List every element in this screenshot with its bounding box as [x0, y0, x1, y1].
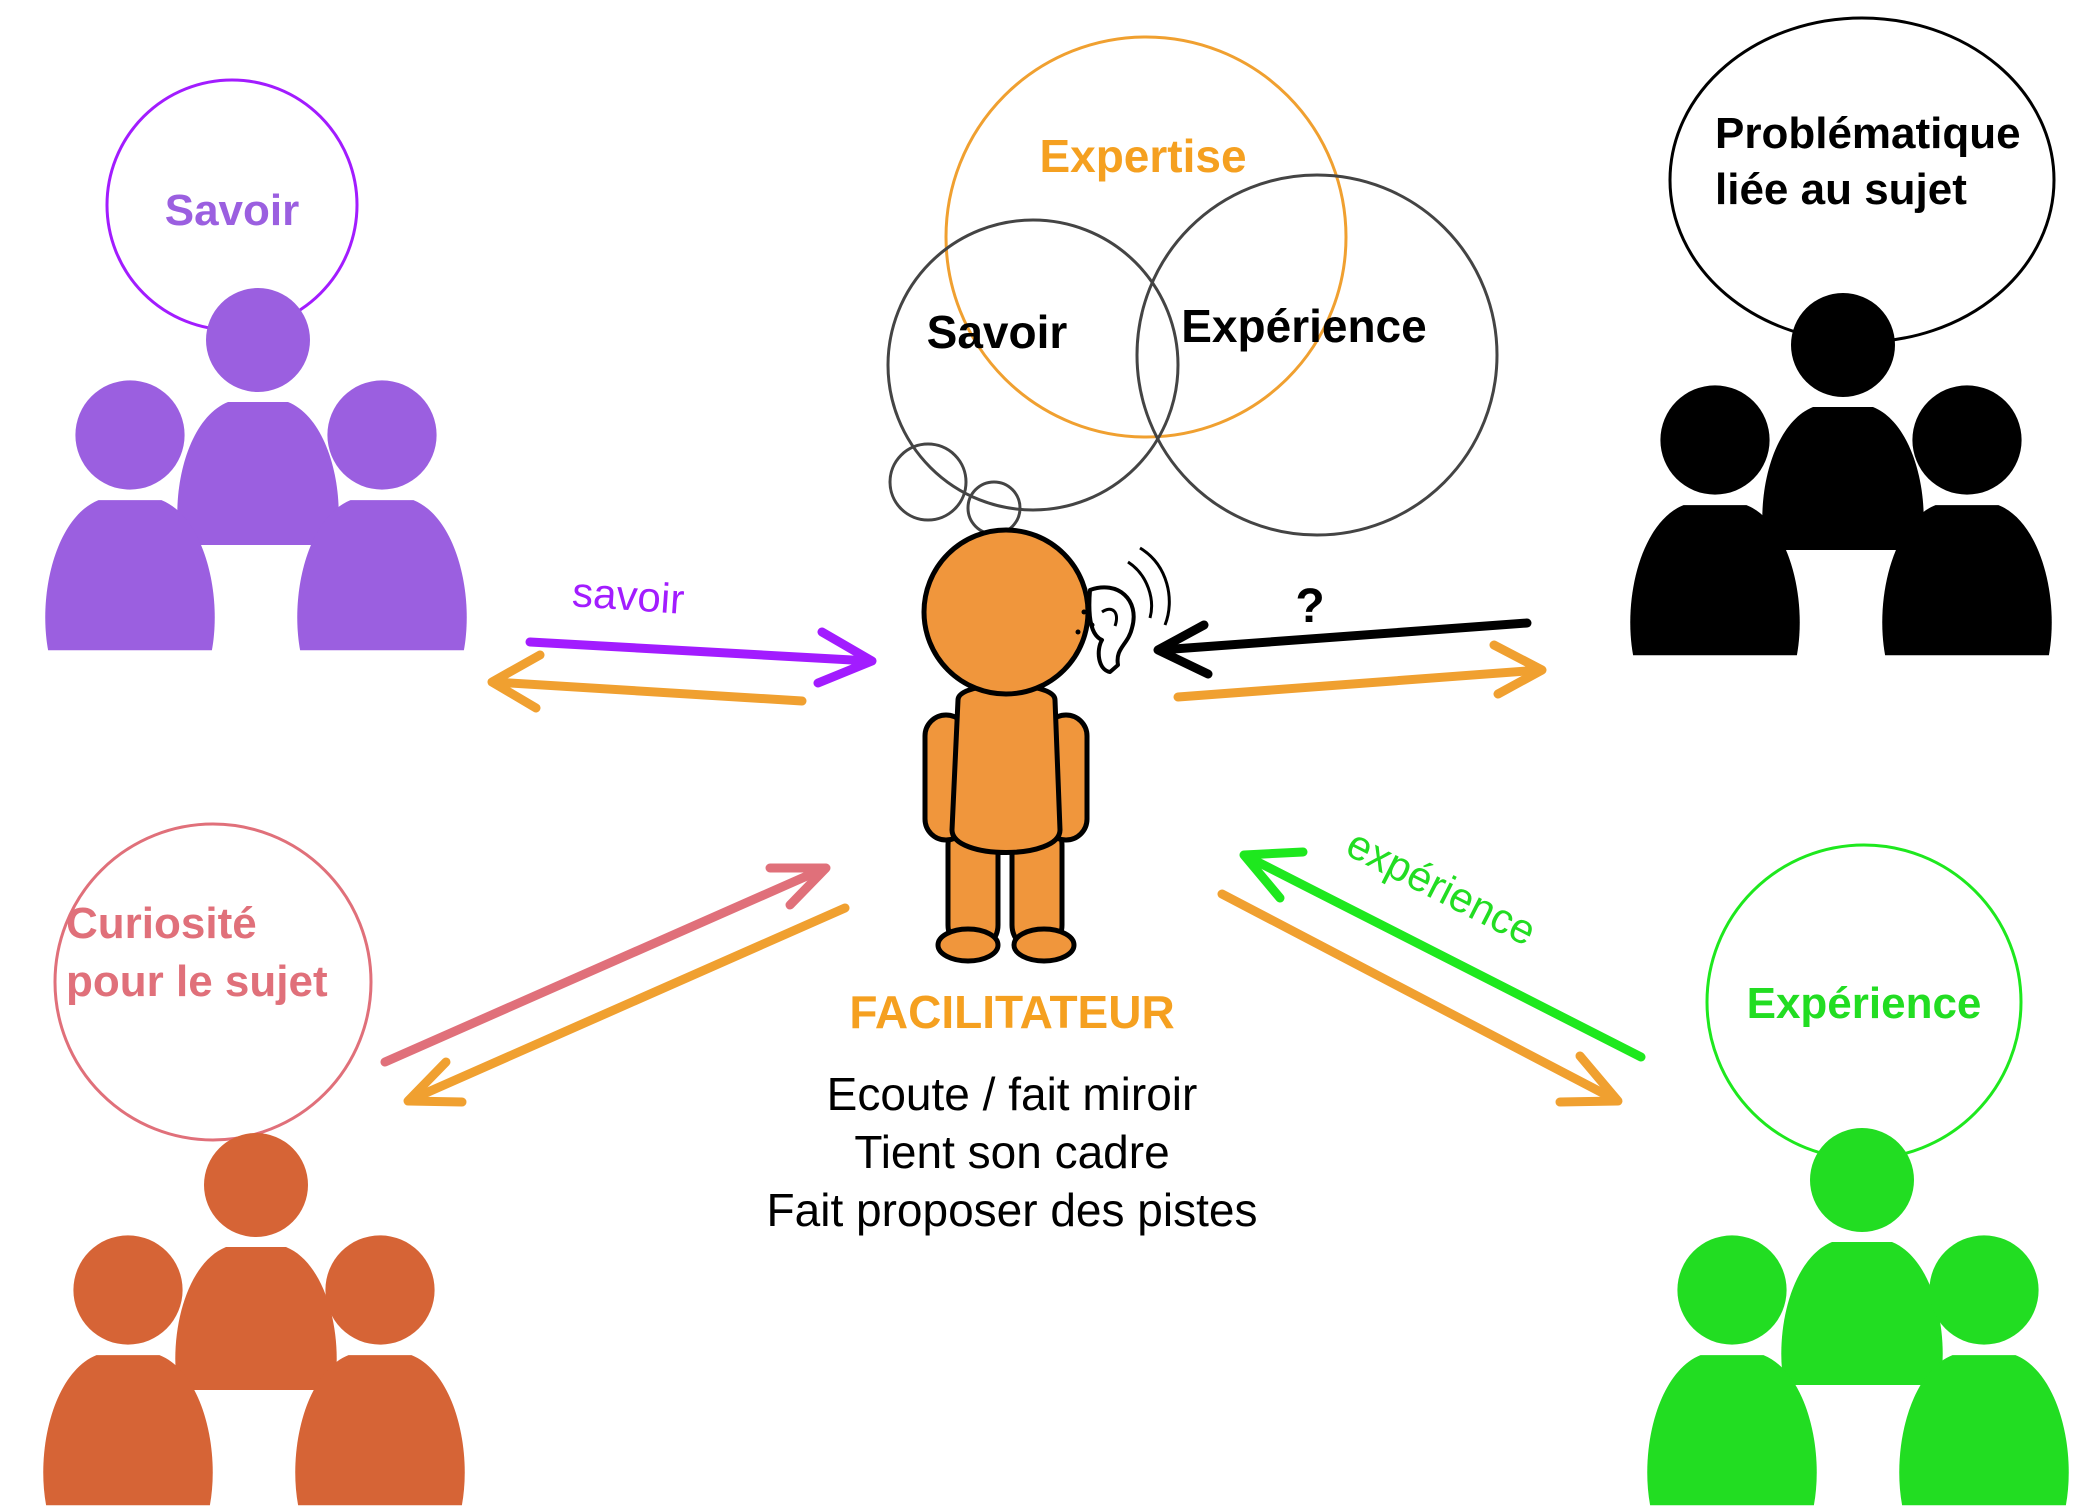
arrow-curiosite-to-facilitator — [380, 863, 831, 1067]
arrow-label-experience: expérience — [1339, 820, 1543, 955]
arrow-facilitator-to-top-left — [487, 650, 807, 713]
arrow-facilitator-to-bottom-right — [1217, 889, 1623, 1107]
facilitator-line-3: Fait proposer des pistes — [767, 1184, 1258, 1236]
bubble-label-experience: Expérience — [1747, 979, 1982, 1028]
bubble-label-curiosite-line2: pour le sujet — [66, 957, 328, 1006]
bubble-label-problematique-line1: Problématique — [1715, 109, 2021, 158]
arrow-facilitator-to-bottom-left — [403, 903, 850, 1107]
group-bottom-right: Expérience — [1647, 843, 2069, 1506]
thought-label-savoir: Savoir — [927, 306, 1068, 358]
thought-label-experience: Expérience — [1181, 300, 1426, 352]
bubble-label-savoir: Savoir — [165, 186, 300, 235]
facilitator-thought-cloud: Expertise Savoir Expérience — [886, 35, 1499, 537]
arrow-experience-to-facilitator — [1239, 847, 1646, 1062]
people-group-icon — [1647, 1128, 2069, 1506]
facilitator-line-1: Ecoute / fait miroir — [827, 1068, 1198, 1120]
arrow-savoir-to-facilitator — [525, 627, 877, 688]
arrows — [380, 618, 1646, 1107]
thought-bubble-curiosite — [53, 822, 373, 1142]
people-group-icon — [43, 1133, 465, 1506]
thought-circle-savoir — [886, 218, 1180, 512]
arrow-facilitator-to-top-right — [1173, 640, 1547, 702]
thought-bubble-small-1 — [888, 442, 968, 522]
group-top-left: Savoir — [45, 78, 467, 651]
bubble-label-problematique-line2: liée au sujet — [1715, 165, 1967, 214]
facilitator-title: FACILITATEUR — [849, 986, 1174, 1038]
thought-circle-expertise — [944, 35, 1348, 439]
arrow-question-to-facilitator — [1153, 618, 1532, 679]
people-group-icon — [45, 288, 467, 651]
group-bottom-left: Curiosité pour le sujet — [43, 822, 465, 1506]
person-listening-icon — [921, 527, 1171, 964]
people-group-icon — [1630, 293, 2052, 656]
thought-circle-experience — [1135, 173, 1499, 537]
arrow-label-question: ? — [1295, 580, 1324, 633]
facilitator-line-2: Tient son cadre — [854, 1126, 1169, 1178]
bubble-label-curiosite-line1: Curiosité — [66, 899, 257, 948]
thought-label-expertise: Expertise — [1039, 130, 1246, 182]
group-top-right: Problématique liée au sujet — [1630, 16, 2056, 656]
arrow-label-savoir: savoir — [571, 568, 686, 623]
